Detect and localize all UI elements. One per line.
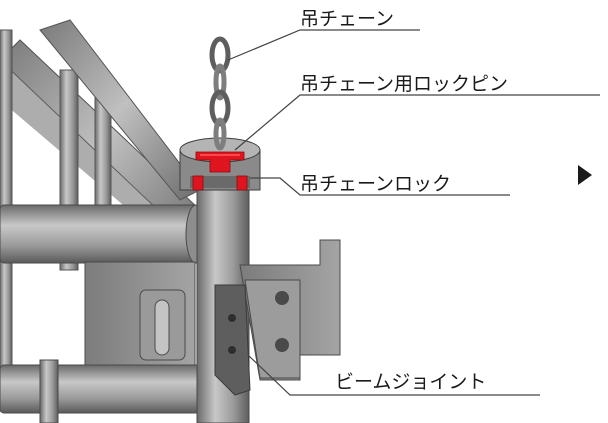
horizontal-beam-tube	[0, 204, 207, 264]
hanging-chain	[209, 36, 231, 151]
lower-tube	[0, 359, 211, 423]
label-chain-lock: 吊チェーンロック	[300, 173, 451, 195]
leader-lines	[227, 29, 600, 396]
beam-joint-plate	[214, 239, 341, 396]
label-chain-lock-pin: 吊チェーン用ロックピン	[300, 73, 508, 95]
clamp-block	[84, 261, 196, 373]
arrow-marker-icon	[578, 165, 592, 185]
lock-pin-red	[192, 151, 248, 191]
label-hanging-chain: 吊チェーン	[300, 8, 394, 30]
label-beam-joint: ビームジョイント	[335, 371, 486, 393]
